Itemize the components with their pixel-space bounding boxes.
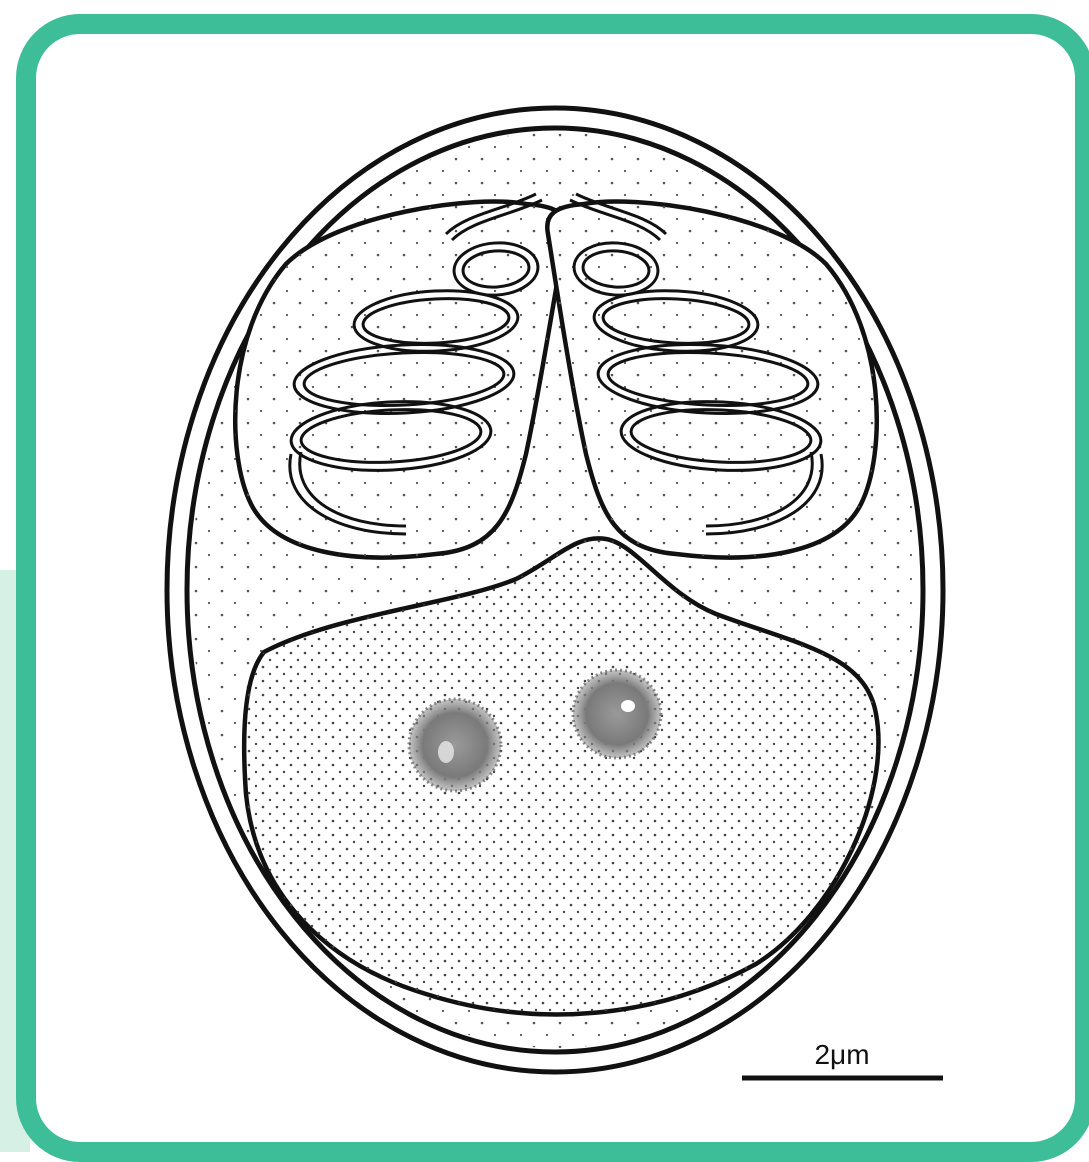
scale-bar-label: 2μm [814,1039,869,1070]
figure-card: 2μm [16,14,1089,1162]
nucleus-right [573,670,661,758]
scale-bar: 2μm [742,1039,943,1078]
spore-diagram: 2μm [36,34,1075,1142]
nucleus-left [409,699,501,791]
